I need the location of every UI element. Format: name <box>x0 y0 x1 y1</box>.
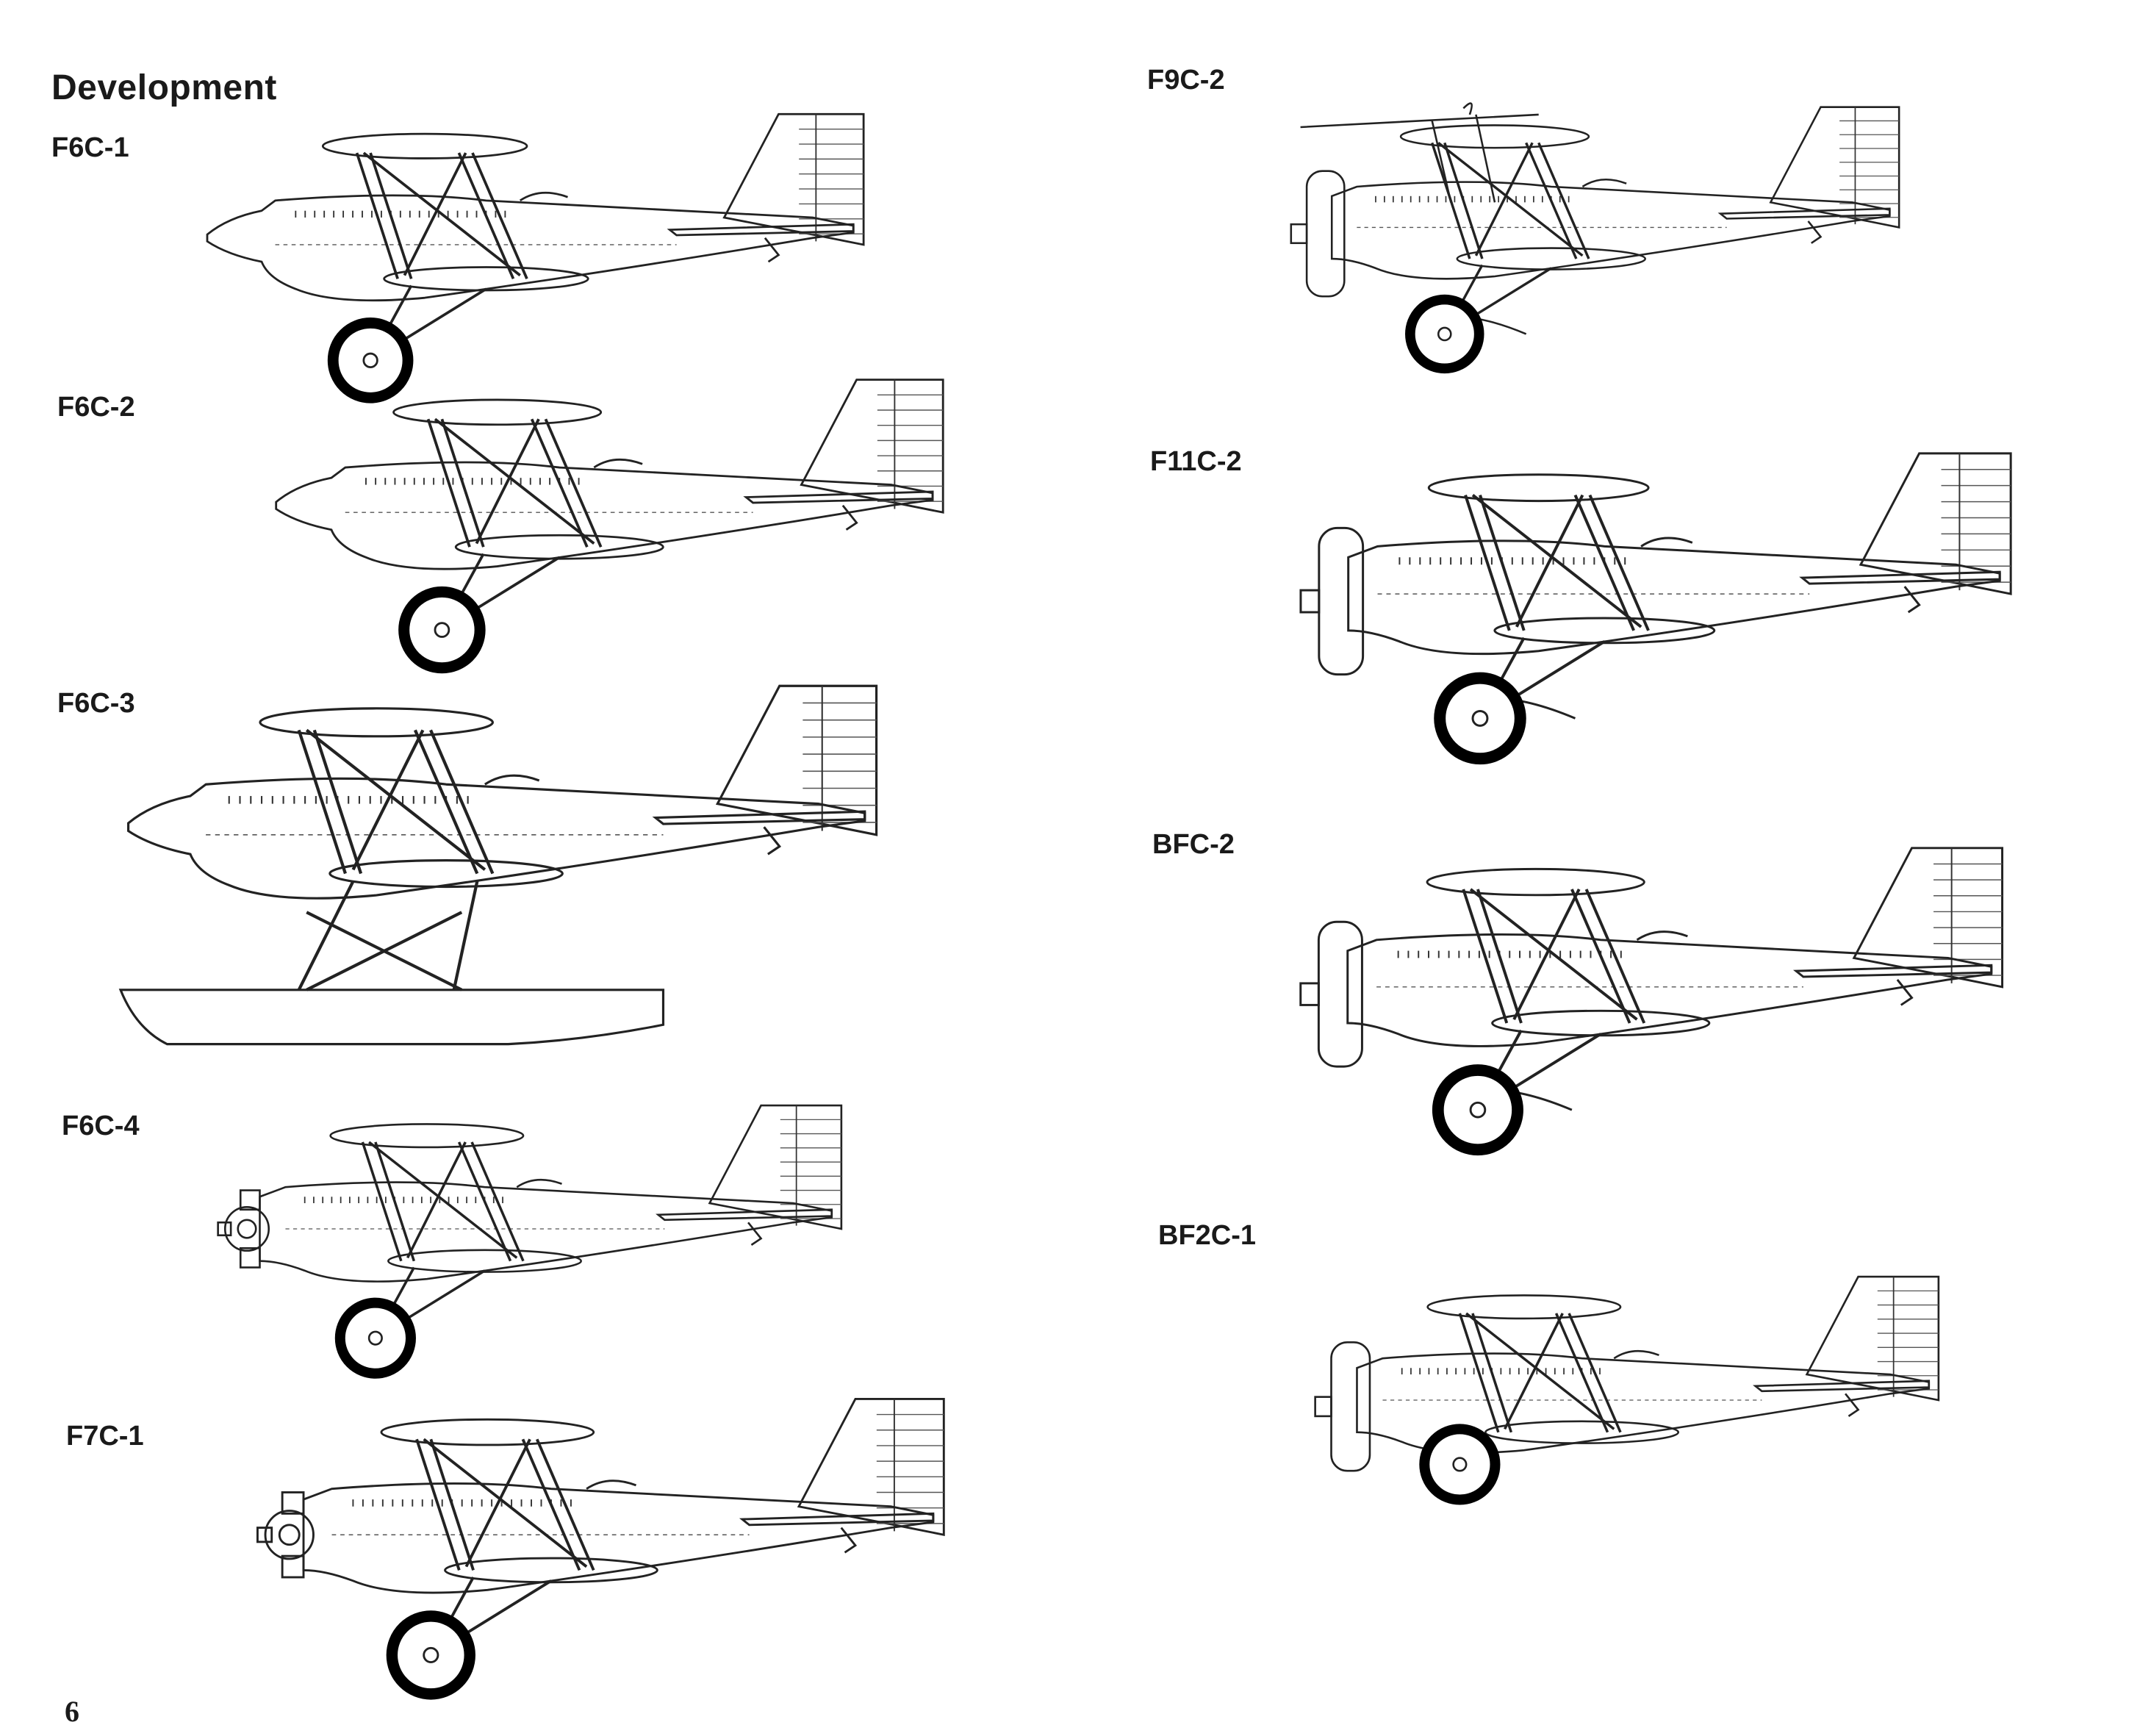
fuselage <box>206 194 855 302</box>
aircraft-label-f6c-4: F6C-4 <box>62 1111 140 1141</box>
wing-struts <box>426 417 603 548</box>
upper-wing <box>1399 124 1590 149</box>
upper-wing <box>380 1418 595 1446</box>
aircraft-label-f9c-2: F9C-2 <box>1147 65 1225 96</box>
tail-skid <box>1896 979 1914 1006</box>
upper-wing <box>392 398 603 426</box>
skyhook-icon <box>1300 102 1539 203</box>
tail-skid <box>1845 1393 1860 1417</box>
wing-struts <box>297 728 495 875</box>
aircraft-label-f6c-3: F6C-3 <box>57 688 135 719</box>
wheel-icon <box>1434 672 1526 765</box>
wing-struts <box>361 1141 525 1262</box>
float-struts <box>297 880 479 991</box>
radial-engine-icon <box>217 1189 270 1269</box>
fuselage <box>127 777 866 900</box>
f7c-1-drawing <box>247 1376 969 1722</box>
tail-skid <box>747 1222 763 1246</box>
lower-wing <box>328 859 564 889</box>
aircraft-label-f7c-1: F7C-1 <box>66 1421 144 1452</box>
lower-wing <box>1484 1420 1680 1444</box>
bf2c-1-drawing <box>1255 1262 2011 1564</box>
upper-wing <box>1426 867 1645 897</box>
wing-struts <box>355 151 528 280</box>
float <box>118 989 665 1046</box>
f6c-4-drawing <box>181 1091 891 1393</box>
f9c-2-drawing <box>1282 62 1921 418</box>
upper-wing <box>1427 473 1650 503</box>
tail-skid <box>764 237 780 263</box>
engine-cowling-icon <box>1290 170 1346 298</box>
engine-cowling-icon <box>1314 1341 1371 1472</box>
fuselage <box>259 1181 833 1283</box>
f11c-2-drawing <box>1290 418 2036 799</box>
wheel-icon <box>327 318 414 403</box>
wing-struts <box>1431 141 1590 259</box>
tail-skid <box>1903 586 1921 614</box>
wheel-icon <box>1405 294 1484 374</box>
fuselage <box>275 461 934 570</box>
upper-wing <box>321 132 528 159</box>
aircraft-label-f6c-1: F6C-1 <box>51 132 129 163</box>
engine-cowling-icon <box>1299 920 1363 1068</box>
f6c-1-drawing <box>176 98 905 418</box>
wheel-icon <box>1419 1424 1501 1505</box>
wing-struts <box>1462 888 1646 1024</box>
wing-struts <box>1464 494 1650 631</box>
wing-struts <box>1458 1312 1622 1433</box>
fuselage <box>1330 181 1891 280</box>
engine-cowling-icon <box>1299 526 1365 676</box>
wheel-icon <box>1432 1064 1523 1156</box>
bfc-2-drawing <box>1290 820 2028 1183</box>
upper-wing <box>259 707 494 738</box>
tail-skid <box>841 504 858 531</box>
aircraft-label-bf2c-1: BF2C-1 <box>1158 1220 1257 1251</box>
tail-skid <box>840 1527 858 1554</box>
wheel-icon <box>334 1297 416 1379</box>
upper-wing <box>1426 1294 1622 1320</box>
f6c-2-drawing <box>261 364 969 689</box>
radial-engine-icon <box>256 1491 315 1579</box>
aircraft-label-f6c-2: F6C-2 <box>57 392 135 423</box>
fuselage <box>1347 539 2001 656</box>
fuselage <box>1346 933 1993 1047</box>
fuselage <box>302 1482 935 1594</box>
page-number: 6 <box>65 1695 79 1728</box>
tail-skid <box>1807 220 1823 244</box>
section-heading: Development <box>51 68 277 107</box>
wheel-icon <box>386 1610 475 1700</box>
wing-struts <box>415 1438 595 1571</box>
f6c-3-drawing <box>93 668 923 1064</box>
aircraft-label-bfc-2: BFC-2 <box>1152 829 1235 860</box>
aircraft-label-f11c-2: F11C-2 <box>1150 446 1242 477</box>
upper-wing <box>329 1123 525 1149</box>
tail-skid <box>763 826 782 856</box>
wheel-icon <box>398 586 486 674</box>
